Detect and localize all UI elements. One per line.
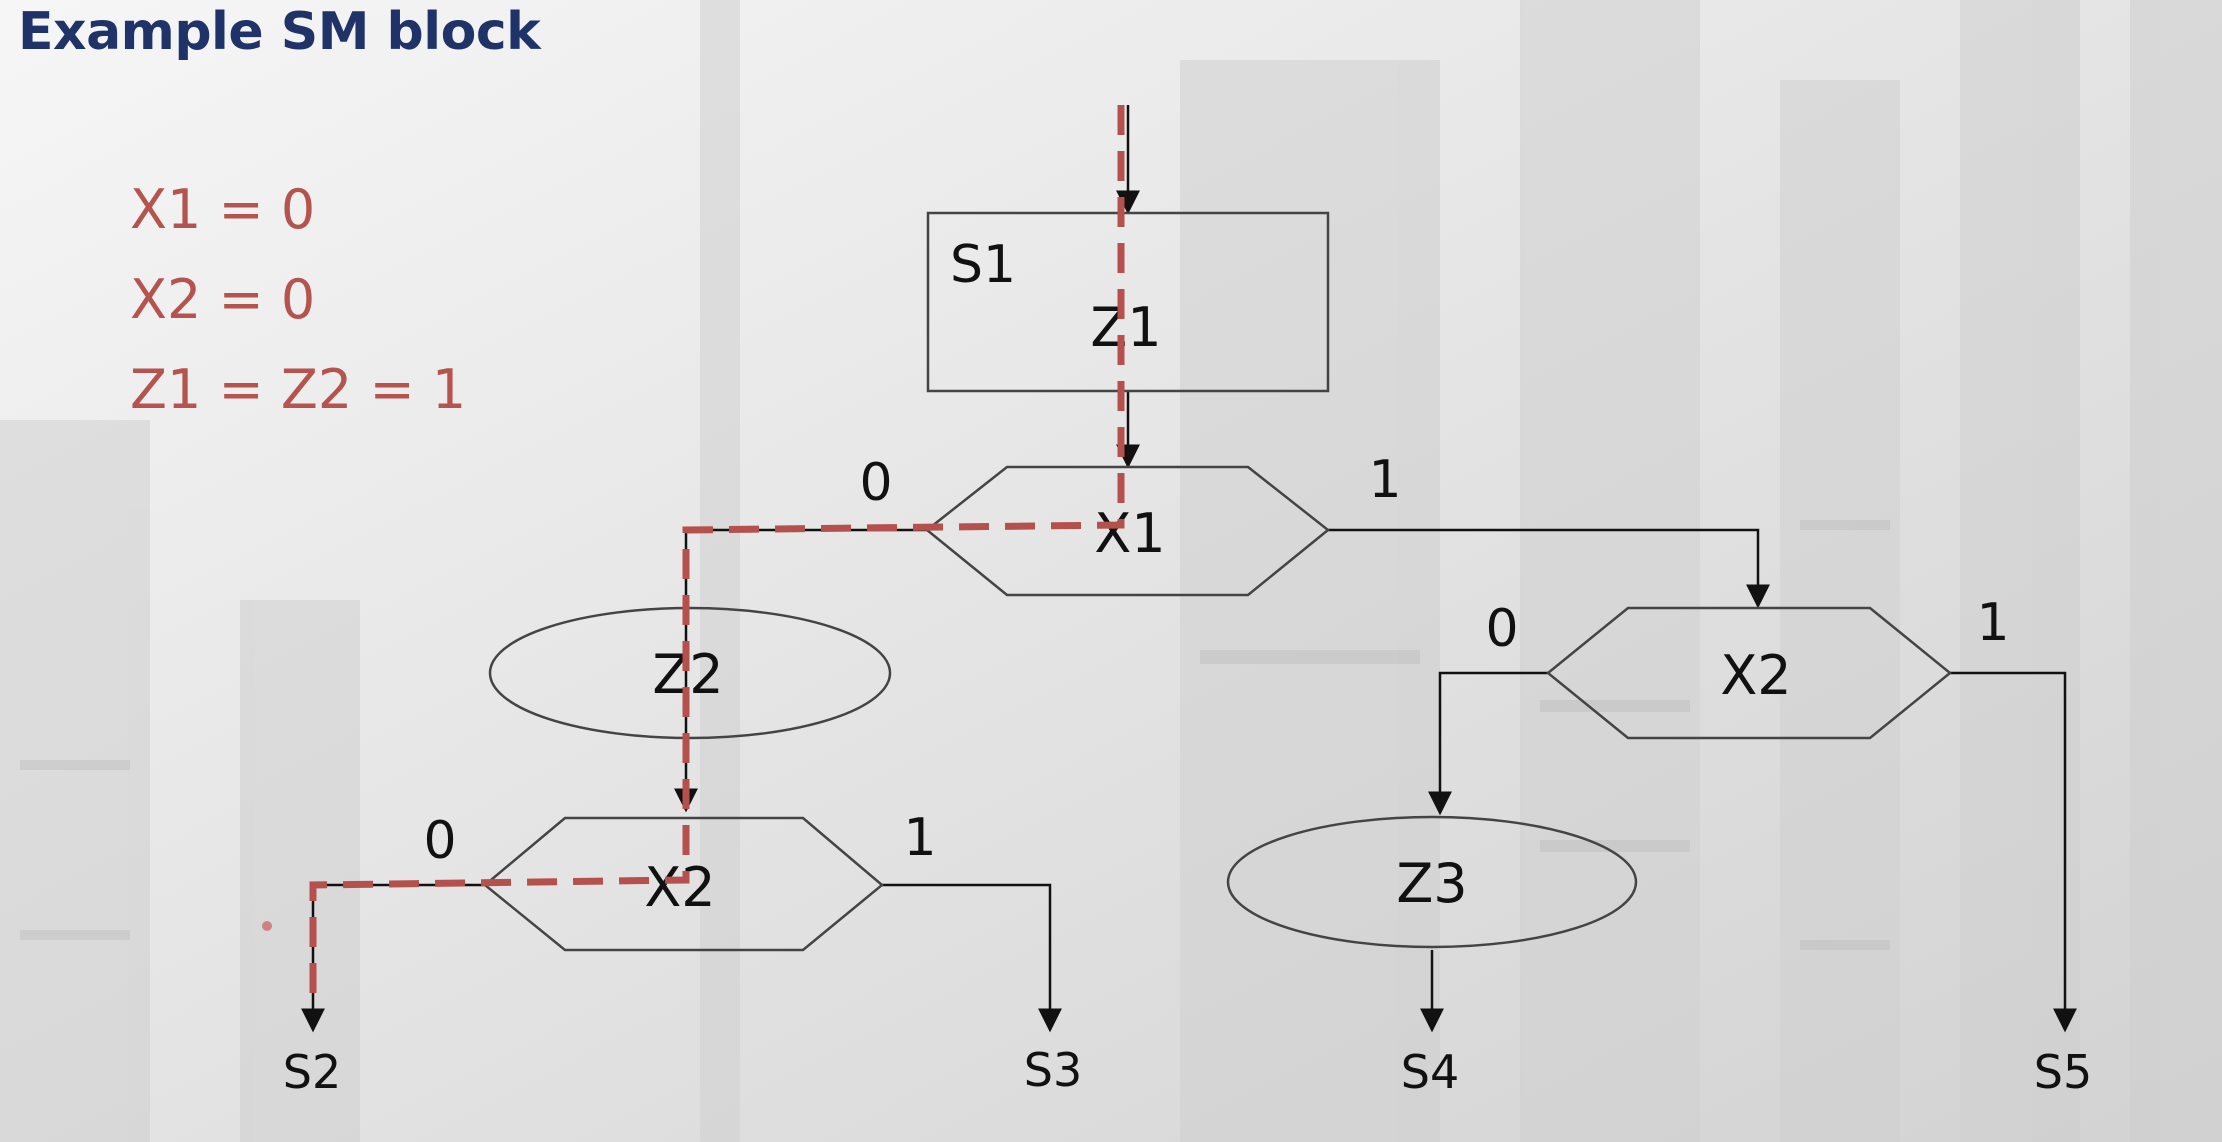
x2-right-false-line [1428,671,1548,816]
decision-x2-right-label: X2 [1720,644,1791,707]
decision-x2-left-label: X2 [644,856,715,919]
state-name: S1 [950,235,1016,295]
exit-s4: S4 [1401,1045,1459,1099]
condition-x1: X1 = 0 [130,178,316,241]
x1-true-line [1328,528,1770,609]
exit-s3: S3 [1024,1043,1082,1097]
conditional-output-z3: Z3 [1226,815,1638,949]
condition-x2: X2 = 0 [130,268,316,331]
x2-right-true-label: 1 [1976,593,2009,653]
highlighted-path [309,105,1125,1005]
connections [301,105,2077,1033]
x2-left-false-line [301,883,485,1033]
x1-false-label: 0 [859,453,892,513]
decision-x2-right: X2 [1546,606,1952,740]
slide-title: Example SM block [18,2,541,62]
x1-true-label: 1 [1368,450,1401,510]
decision-x1: X1 [924,465,1331,597]
decision-x2-left: X2 [483,816,884,952]
x2-left-true-line [882,883,1062,1033]
x2-left-false-label: 0 [423,811,456,871]
z3-label: Z3 [1396,852,1467,915]
branch-labels: 0 1 0 1 0 1 [423,450,2009,871]
x2-left-true-label: 1 [903,808,936,868]
condition-z: Z1 = Z2 = 1 [130,358,467,421]
exit-s5: S5 [2034,1045,2092,1099]
state-output: Z1 [1090,296,1161,359]
conditional-output-z2: Z2 [488,606,892,740]
x2-right-true-line [1950,671,2077,1033]
exit-labels: S2 S3 S4 S5 [283,1043,2092,1099]
exit-s2: S2 [283,1045,341,1099]
stray-dot [262,921,272,931]
decision-x1-label: X1 [1094,502,1165,565]
x2-right-false-label: 0 [1485,599,1518,659]
state-box-s1: S1 Z1 [926,211,1330,393]
